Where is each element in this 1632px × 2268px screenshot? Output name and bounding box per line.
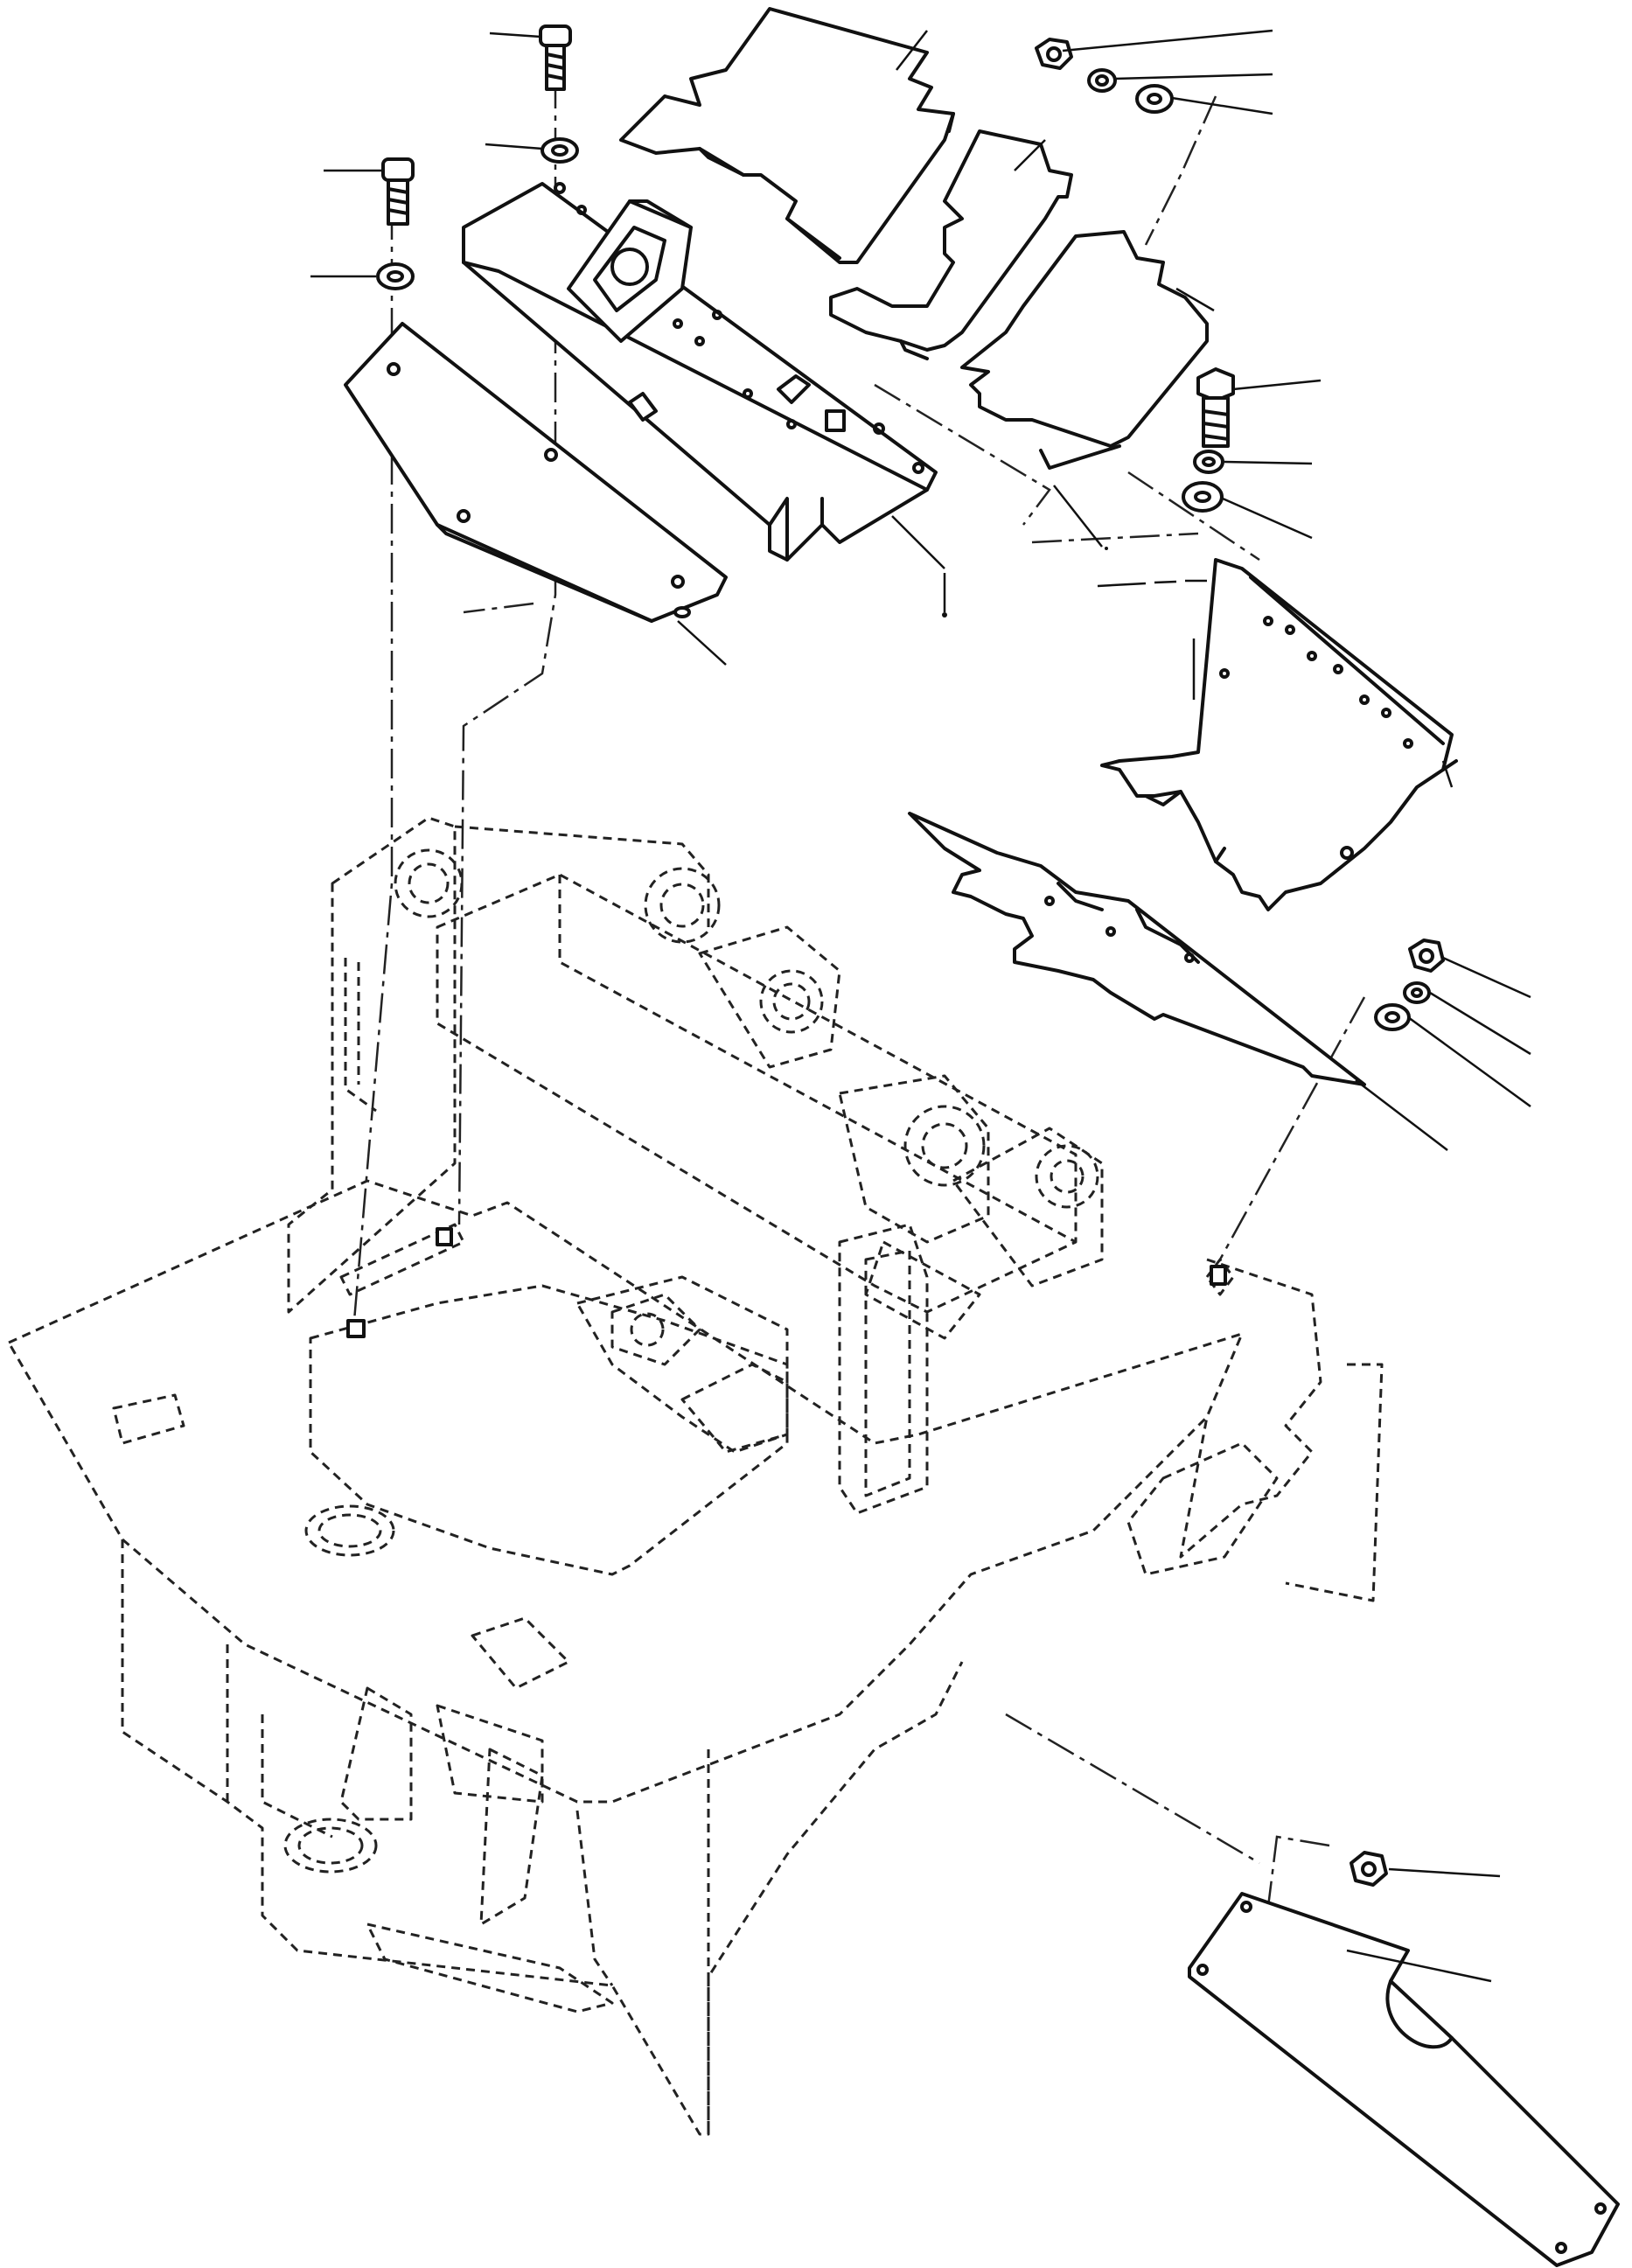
frame-port-lower	[283, 1818, 378, 1874]
frame-lower-body	[121, 1539, 964, 2136]
nut-top-right	[1035, 38, 1073, 70]
bolt-left	[381, 157, 415, 226]
parts	[344, 7, 1620, 2267]
frame-cross-beam	[436, 873, 1078, 1314]
nut-lower-right	[1408, 939, 1445, 973]
frame-stud-mid	[436, 1227, 453, 1246]
frame-port-upper	[304, 1504, 395, 1557]
control-mount-plate	[462, 182, 938, 562]
bottom-cover-plate	[1188, 1892, 1620, 2267]
washer-top-right	[1135, 84, 1174, 114]
washer-lower-right	[1374, 1003, 1411, 1031]
washer-left	[376, 262, 415, 290]
frame-stud-left	[346, 1319, 366, 1338]
frame-left-tower	[287, 816, 457, 1314]
frame-top-deck	[7, 1179, 1244, 1804]
panel-upper-3	[960, 230, 1209, 470]
frame-right-post	[838, 1223, 929, 1515]
nut-bottom-right	[1350, 1851, 1388, 1887]
panel-upper-2	[829, 129, 1073, 360]
panel-upper-1	[619, 7, 955, 264]
washer-right	[1182, 481, 1224, 513]
callout-leaders	[310, 29, 1531, 1983]
left-cover-plate	[344, 322, 728, 623]
panel-right-mid	[1100, 558, 1458, 911]
stud-frame-right	[1210, 1265, 1227, 1286]
lockwasher-right	[1193, 450, 1224, 474]
lockwasher-top-right	[1087, 68, 1117, 93]
triangular-cover-plate	[908, 812, 1366, 1086]
scan-specks	[942, 547, 1207, 618]
washer-top	[541, 137, 579, 164]
bolt-top	[539, 24, 572, 91]
lockwasher-lower-right	[1403, 981, 1431, 1004]
machine-frame-hidden	[7, 816, 1384, 2136]
bolt-right	[1196, 367, 1235, 448]
